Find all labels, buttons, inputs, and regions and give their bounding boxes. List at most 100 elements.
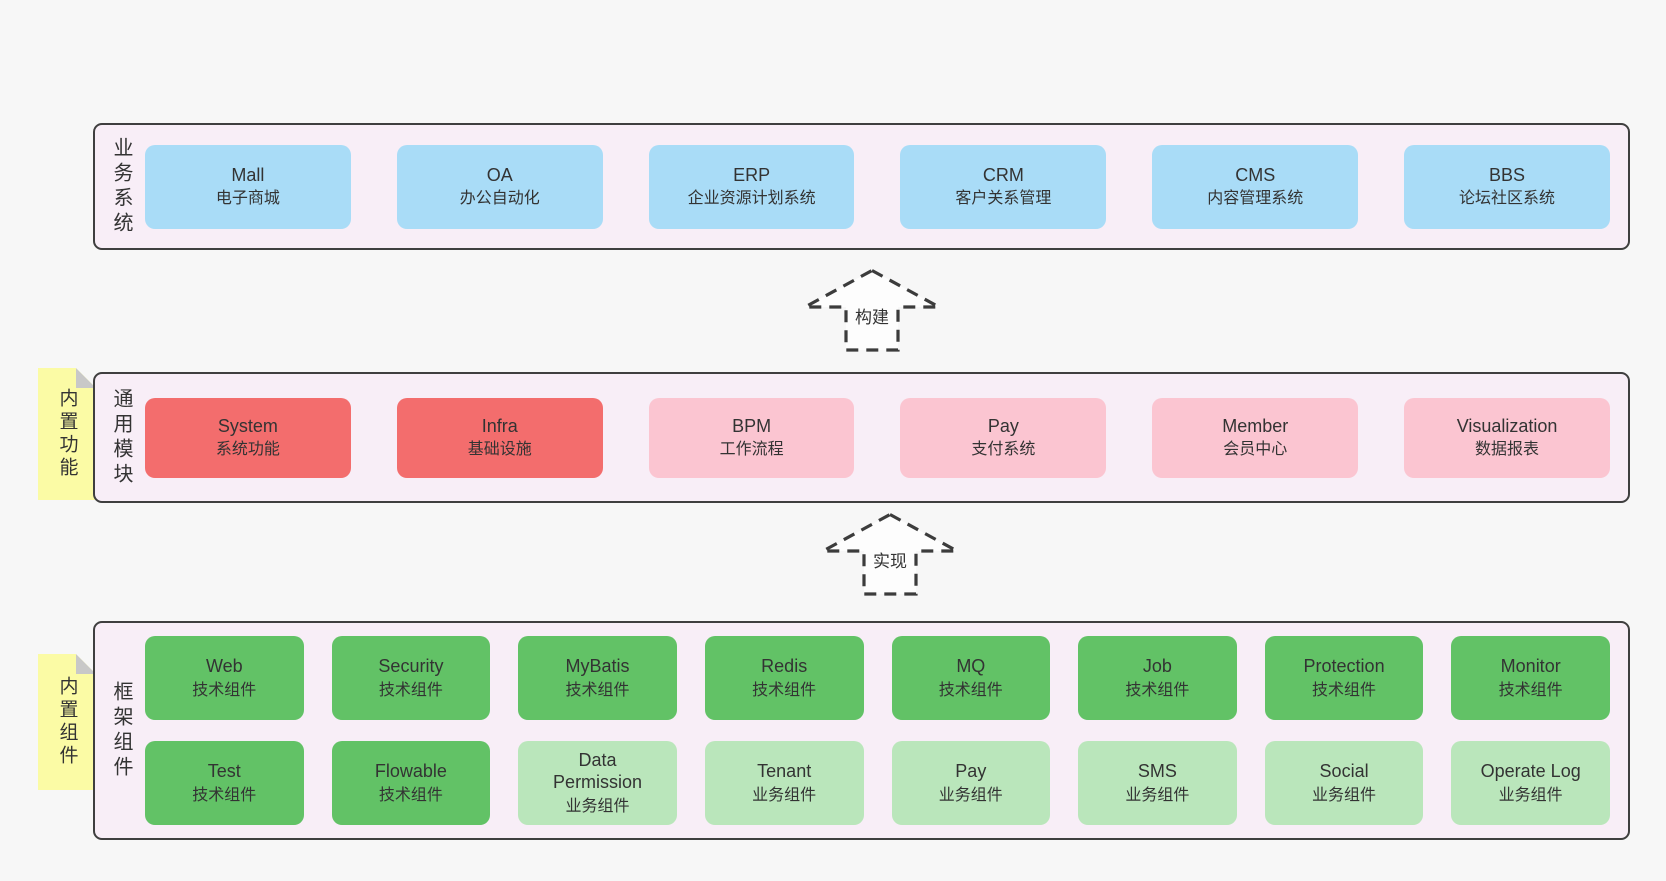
box-tenant: Tenant 业务组件	[704, 741, 864, 825]
box-subtitle: 办公自动化	[459, 190, 540, 208]
box-title: Infra	[481, 415, 518, 436]
box-subtitle: 业务组件	[565, 797, 630, 815]
box-subtitle: 技术组件	[378, 681, 443, 699]
box-member: Member 会员中心	[1152, 397, 1359, 478]
box-protection: Protection 技术组件	[1264, 636, 1424, 720]
box-title: Redis	[761, 656, 808, 677]
box-title: MQ	[956, 656, 986, 677]
box-title: Protection	[1303, 656, 1385, 677]
box-operate-log: Operate Log 业务组件	[1451, 741, 1610, 825]
panel-title: 通用模块	[110, 387, 132, 488]
sticky-note-label: 内置组件	[56, 676, 78, 768]
box-title: Pay	[955, 761, 987, 782]
box-subtitle: 业务组件	[938, 786, 1003, 804]
panel-title: 框架组件	[110, 680, 132, 781]
box-subtitle: 技术组件	[192, 786, 257, 804]
sticky-note-built-in-components: 内置组件	[38, 654, 96, 790]
box-title: BPM	[732, 415, 772, 436]
box-title: Flowable	[374, 761, 447, 782]
box-title: BBS	[1489, 164, 1526, 185]
arrow-label: 构建	[852, 302, 892, 329]
box-title: Data Permission	[553, 750, 643, 792]
box-title: Social	[1319, 761, 1369, 782]
box-pay: Pay 支付系统	[900, 397, 1107, 478]
box-subtitle: 基础设施	[467, 441, 532, 459]
box-title: CRM	[982, 164, 1024, 185]
box-title: Operate Log	[1480, 761, 1581, 782]
box-title: Web	[205, 656, 243, 677]
box-mall: Mall 电子商城	[145, 144, 351, 229]
box-subtitle: 技术组件	[565, 681, 630, 699]
box-title: CMS	[1235, 164, 1276, 185]
box-title: System	[217, 415, 278, 436]
box-subtitle: 业务组件	[1312, 786, 1377, 804]
box-title: Security	[378, 656, 444, 677]
box-erp: ERP 企业资源计划系统	[648, 144, 855, 229]
box-subtitle: 支付系统	[971, 441, 1036, 459]
box-subtitle: 业务组件	[1125, 786, 1190, 804]
box-title: Mall	[231, 164, 265, 185]
box-mq: MQ 技术组件	[891, 636, 1051, 720]
box-subtitle: 系统功能	[215, 441, 280, 459]
box-subtitle: 业务组件	[1498, 786, 1563, 804]
box-visualization: Visualization 数据报表	[1404, 397, 1610, 478]
box-subtitle: 论坛社区系统	[1459, 190, 1556, 208]
box-oa: OA 办公自动化	[396, 144, 603, 229]
box-subtitle: 数据报表	[1475, 441, 1540, 459]
box-cms: CMS 内容管理系统	[1152, 144, 1359, 229]
arrow-label: 实现	[870, 546, 910, 573]
box-title: Visualization	[1456, 415, 1558, 436]
box-data-permission: Data Permission 业务组件	[518, 741, 677, 825]
box-sms: SMS 业务组件	[1078, 741, 1237, 825]
box-title: Job	[1142, 656, 1172, 677]
arrow-implement: 实现	[820, 512, 960, 598]
box-title: Monitor	[1500, 656, 1561, 677]
box-subtitle: 企业资源计划系统	[687, 190, 816, 208]
box-title: ERP	[733, 164, 771, 185]
box-system: System 系统功能	[145, 397, 351, 478]
box-title: Pay	[987, 415, 1019, 436]
box-title: SMS	[1137, 761, 1177, 782]
box-web: Web 技术组件	[145, 636, 304, 720]
box-subtitle: 客户关系管理	[955, 190, 1052, 208]
panel-title: 业务系统	[110, 136, 132, 237]
box-social: Social 业务组件	[1264, 741, 1424, 825]
box-bbs: BBS 论坛社区系统	[1404, 144, 1610, 229]
box-subtitle: 电子商城	[215, 190, 280, 208]
box-subtitle: 技术组件	[1312, 681, 1377, 699]
box-title: Member	[1222, 415, 1289, 436]
box-title: Test	[207, 761, 241, 782]
box-flowable: Flowable 技术组件	[331, 741, 491, 825]
box-subtitle: 会员中心	[1223, 441, 1288, 459]
panel-business-systems: 业务系统 Mall 电子商城 OA 办公自动化 ERP 企业资源计划系统 CRM 客户关系管理…	[93, 123, 1630, 250]
box-subtitle: 业务组件	[752, 786, 817, 804]
box-mybatis: MyBatis 技术组件	[518, 636, 677, 720]
box-job: Job 技术组件	[1078, 636, 1237, 720]
box-infra: Infra 基础设施	[396, 397, 603, 478]
arrow-build: 构建	[802, 268, 942, 354]
box-test: Test 技术组件	[145, 741, 304, 825]
box-security: Security 技术组件	[331, 636, 491, 720]
box-subtitle: 技术组件	[378, 786, 443, 804]
box-pay: Pay 业务组件	[891, 741, 1051, 825]
box-subtitle: 技术组件	[1498, 681, 1563, 699]
box-subtitle: 技术组件	[1125, 681, 1190, 699]
box-row: Mall 电子商城 OA 办公自动化 ERP 企业资源计划系统 CRM 客户关系管理 CMS 内容…	[145, 144, 1610, 229]
box-subtitle: 技术组件	[192, 681, 257, 699]
box-subtitle: 内容管理系统	[1207, 190, 1304, 208]
box-title: MyBatis	[565, 656, 630, 677]
box-crm: CRM 客户关系管理	[900, 144, 1107, 229]
sticky-note-label: 内置功能	[56, 388, 78, 480]
box-title: OA	[486, 164, 513, 185]
box-subtitle: 技术组件	[938, 681, 1003, 699]
sticky-note-built-in-features: 内置功能	[38, 368, 96, 500]
box-title: Tenant	[757, 761, 812, 782]
